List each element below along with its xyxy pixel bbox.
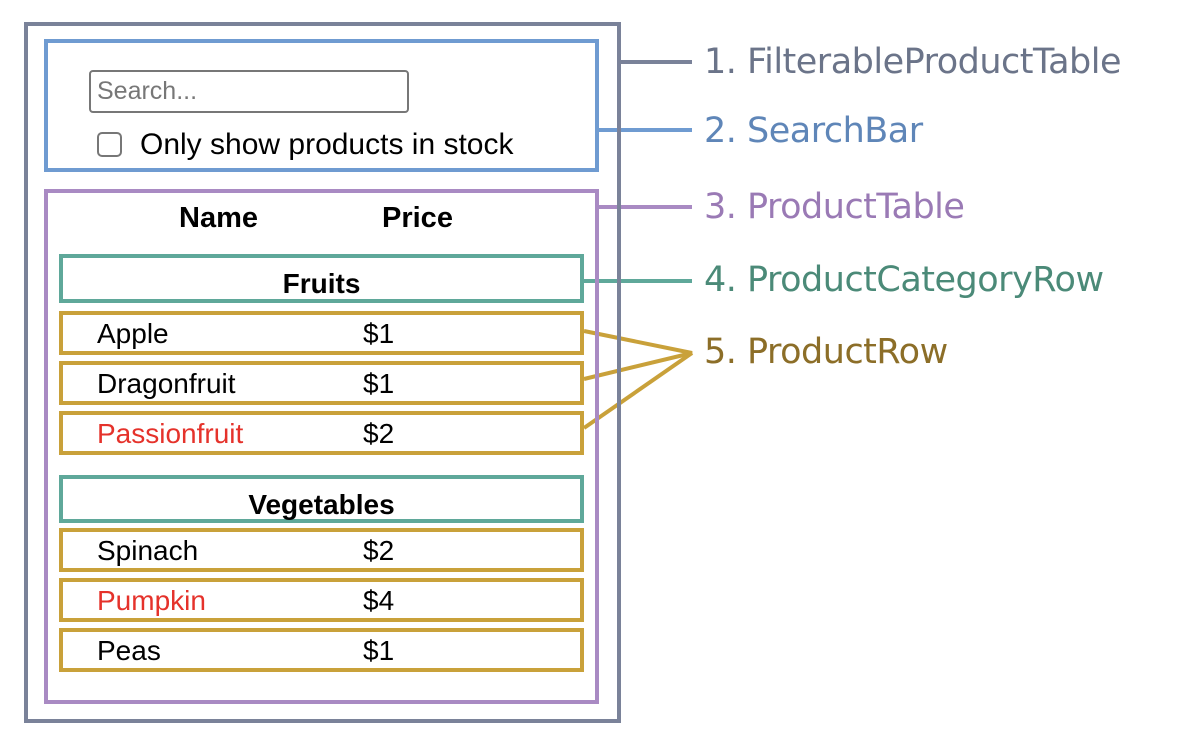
product-price: $1 bbox=[363, 635, 395, 666]
in-stock-checkbox-label[interactable]: Only show products in stock bbox=[140, 128, 514, 161]
filterable-product-table-box bbox=[24, 22, 621, 723]
product-name: Spinach bbox=[97, 535, 199, 566]
search-bar-box bbox=[44, 39, 599, 172]
search-input[interactable] bbox=[89, 70, 409, 113]
column-header-price: Price bbox=[382, 202, 453, 234]
label-product-category-row: 4. ProductCategoryRow bbox=[704, 260, 1104, 300]
label-product-row: 5. ProductRow bbox=[704, 332, 948, 372]
product-name: Passionfruit bbox=[97, 418, 244, 449]
label-product-table: 3. ProductTable bbox=[704, 187, 965, 227]
product-category-row: Vegetables bbox=[59, 475, 584, 523]
product-price: $1 bbox=[363, 368, 395, 399]
product-row: Apple $1 bbox=[59, 311, 584, 355]
label-search-bar: 2. SearchBar bbox=[704, 111, 923, 151]
product-name: Pumpkin bbox=[97, 585, 206, 616]
product-name: Dragonfruit bbox=[97, 368, 236, 399]
product-table-box bbox=[44, 189, 599, 704]
product-row: Passionfruit $2 bbox=[59, 411, 584, 455]
product-name: Peas bbox=[97, 635, 161, 666]
product-price: $2 bbox=[363, 418, 395, 449]
product-row: Pumpkin $4 bbox=[59, 578, 584, 622]
product-row: Peas $1 bbox=[59, 628, 584, 672]
in-stock-checkbox[interactable] bbox=[97, 132, 122, 157]
product-price: $2 bbox=[363, 535, 395, 566]
product-row: Dragonfruit $1 bbox=[59, 361, 584, 405]
label-filterable-product-table: 1. FilterableProductTable bbox=[704, 42, 1122, 82]
product-row: Spinach $2 bbox=[59, 528, 584, 572]
connector-product-row-3 bbox=[582, 351, 694, 430]
product-name: Apple bbox=[97, 318, 169, 349]
product-price: $4 bbox=[363, 585, 395, 616]
column-header-name: Name bbox=[179, 202, 258, 234]
product-price: $1 bbox=[363, 318, 395, 349]
product-category-row: Fruits bbox=[59, 254, 584, 303]
